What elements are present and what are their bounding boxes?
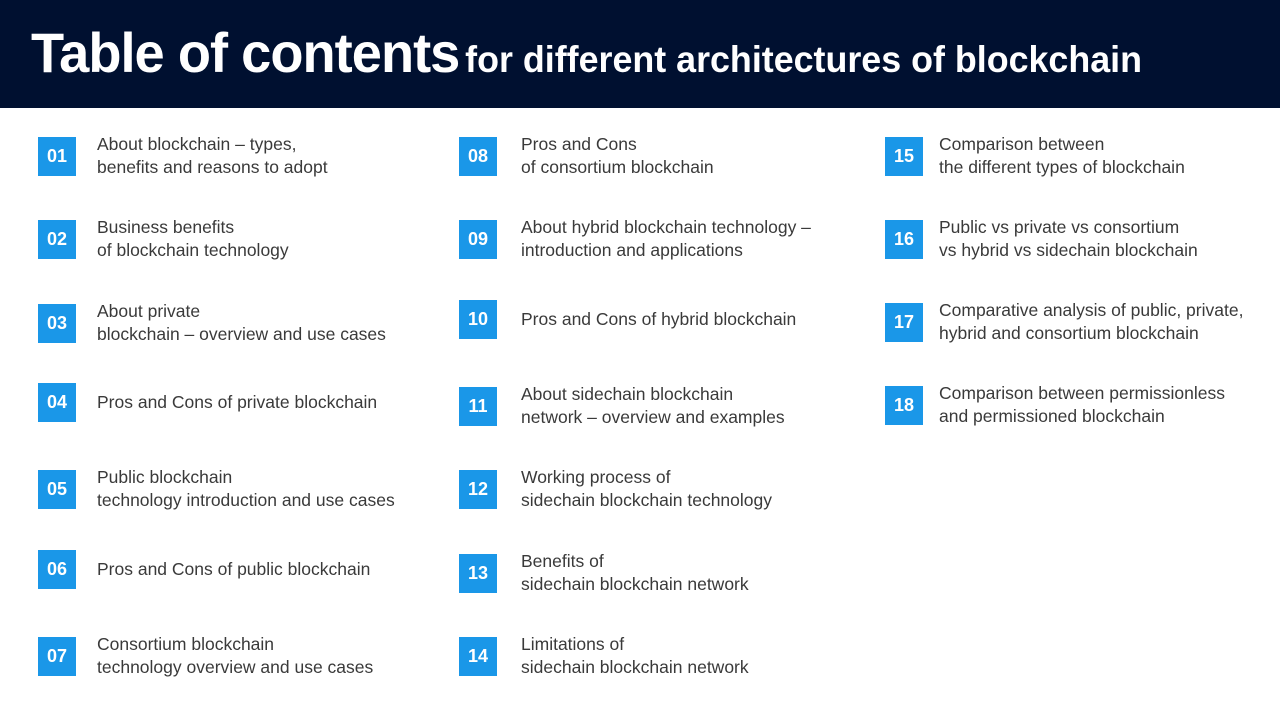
item-label: Comparative analysis of public, private,… <box>939 300 1244 343</box>
item-number-badge: 11 <box>459 386 497 426</box>
toc-item[interactable]: 14 Limitations of sidechain blockchain ne… <box>459 633 749 679</box>
toc-item[interactable]: 17 Comparative analysis of public, privat… <box>885 299 1243 345</box>
title-subtitle: for different architectures of blockchai… <box>465 39 1142 80</box>
item-label: About blockchain – types, benefits and r… <box>97 134 328 177</box>
item-number-badge: 09 <box>459 219 497 259</box>
item-label: About sidechain blockchain network – ove… <box>521 384 785 427</box>
item-label: Consortium blockchain technology overvie… <box>97 634 374 677</box>
toc-item[interactable]: 10 Pros and Cons of hybrid blockchain <box>459 300 796 339</box>
toc-item[interactable]: 13 Benefits of sidechain blockchain netwo… <box>459 550 749 596</box>
item-number-badge: 03 <box>38 303 76 343</box>
toc-item[interactable]: 05 Public blockchain technology introduct… <box>38 466 395 512</box>
toc-item[interactable]: 02 Business benefits of blockchain techno… <box>38 216 289 262</box>
item-number-badge: 18 <box>885 385 923 425</box>
item-label: Comparison between the different types o… <box>939 134 1185 177</box>
item-label: Pros and Cons of hybrid blockchain <box>521 309 797 329</box>
item-label: Pros and Cons of private blockchain <box>97 392 378 412</box>
toc-item[interactable]: 15 Comparison between the different types… <box>885 133 1185 179</box>
toc-item[interactable]: 12 Working process of sidechain blockchai… <box>459 466 772 512</box>
title-main: Table of contents <box>31 21 460 84</box>
item-label: Limitations of sidechain blockchain netw… <box>521 634 749 677</box>
item-label: Benefits of sidechain blockchain network <box>521 551 749 594</box>
item-number-badge: 06 <box>38 550 76 589</box>
toc-item[interactable]: 16 Public vs private vs consortium vs hyb… <box>885 216 1198 262</box>
item-label: About hybrid blockchain technology – int… <box>521 217 811 260</box>
toc-item[interactable]: 06 Pros and Cons of public blockchain <box>38 550 370 589</box>
item-number-badge: 05 <box>38 469 76 509</box>
item-number-badge: 16 <box>885 219 923 259</box>
item-number-badge: 15 <box>885 136 923 176</box>
item-label: About private blockchain – overview and … <box>97 301 386 344</box>
item-label: Business benefits of blockchain technolo… <box>97 217 289 260</box>
toc-item[interactable]: 11 About sidechain blockchain network – o… <box>459 383 785 429</box>
item-label: Working process of sidechain blockchain … <box>521 467 772 510</box>
toc-item[interactable]: 09 About hybrid blockchain technology – i… <box>459 216 811 262</box>
toc-item[interactable]: 08 Pros and Cons of consortium blockchain <box>459 133 714 179</box>
item-number-badge: 12 <box>459 469 497 509</box>
item-number-badge: 07 <box>38 636 76 676</box>
item-number-badge: 02 <box>38 219 76 259</box>
toc-item[interactable]: 04 Pros and Cons of private blockchain <box>38 383 377 422</box>
item-label: Pros and Cons of consortium blockchain <box>521 134 714 177</box>
item-number-badge: 14 <box>459 636 497 676</box>
item-number-badge: 01 <box>38 136 76 176</box>
toc-item[interactable]: 18 Comparison between permissionless and … <box>885 382 1225 428</box>
toc-item[interactable]: 07 Consortium blockchain technology overv… <box>38 633 373 679</box>
item-number-badge: 10 <box>459 300 497 339</box>
item-label: Public vs private vs consortium vs hybri… <box>939 217 1198 260</box>
item-number-badge: 04 <box>38 383 76 422</box>
item-number-badge: 08 <box>459 136 497 176</box>
item-number-badge: 17 <box>885 302 923 342</box>
toc-item[interactable]: 03 About private blockchain – overview an… <box>38 300 386 346</box>
toc-item[interactable]: 01 About blockchain – types, benefits and… <box>38 133 328 179</box>
item-label: Comparison between permissionless and pe… <box>939 383 1225 426</box>
item-label: Public blockchain technology introductio… <box>97 467 395 510</box>
item-number-badge: 13 <box>459 553 497 593</box>
item-label: Pros and Cons of public blockchain <box>97 559 371 579</box>
